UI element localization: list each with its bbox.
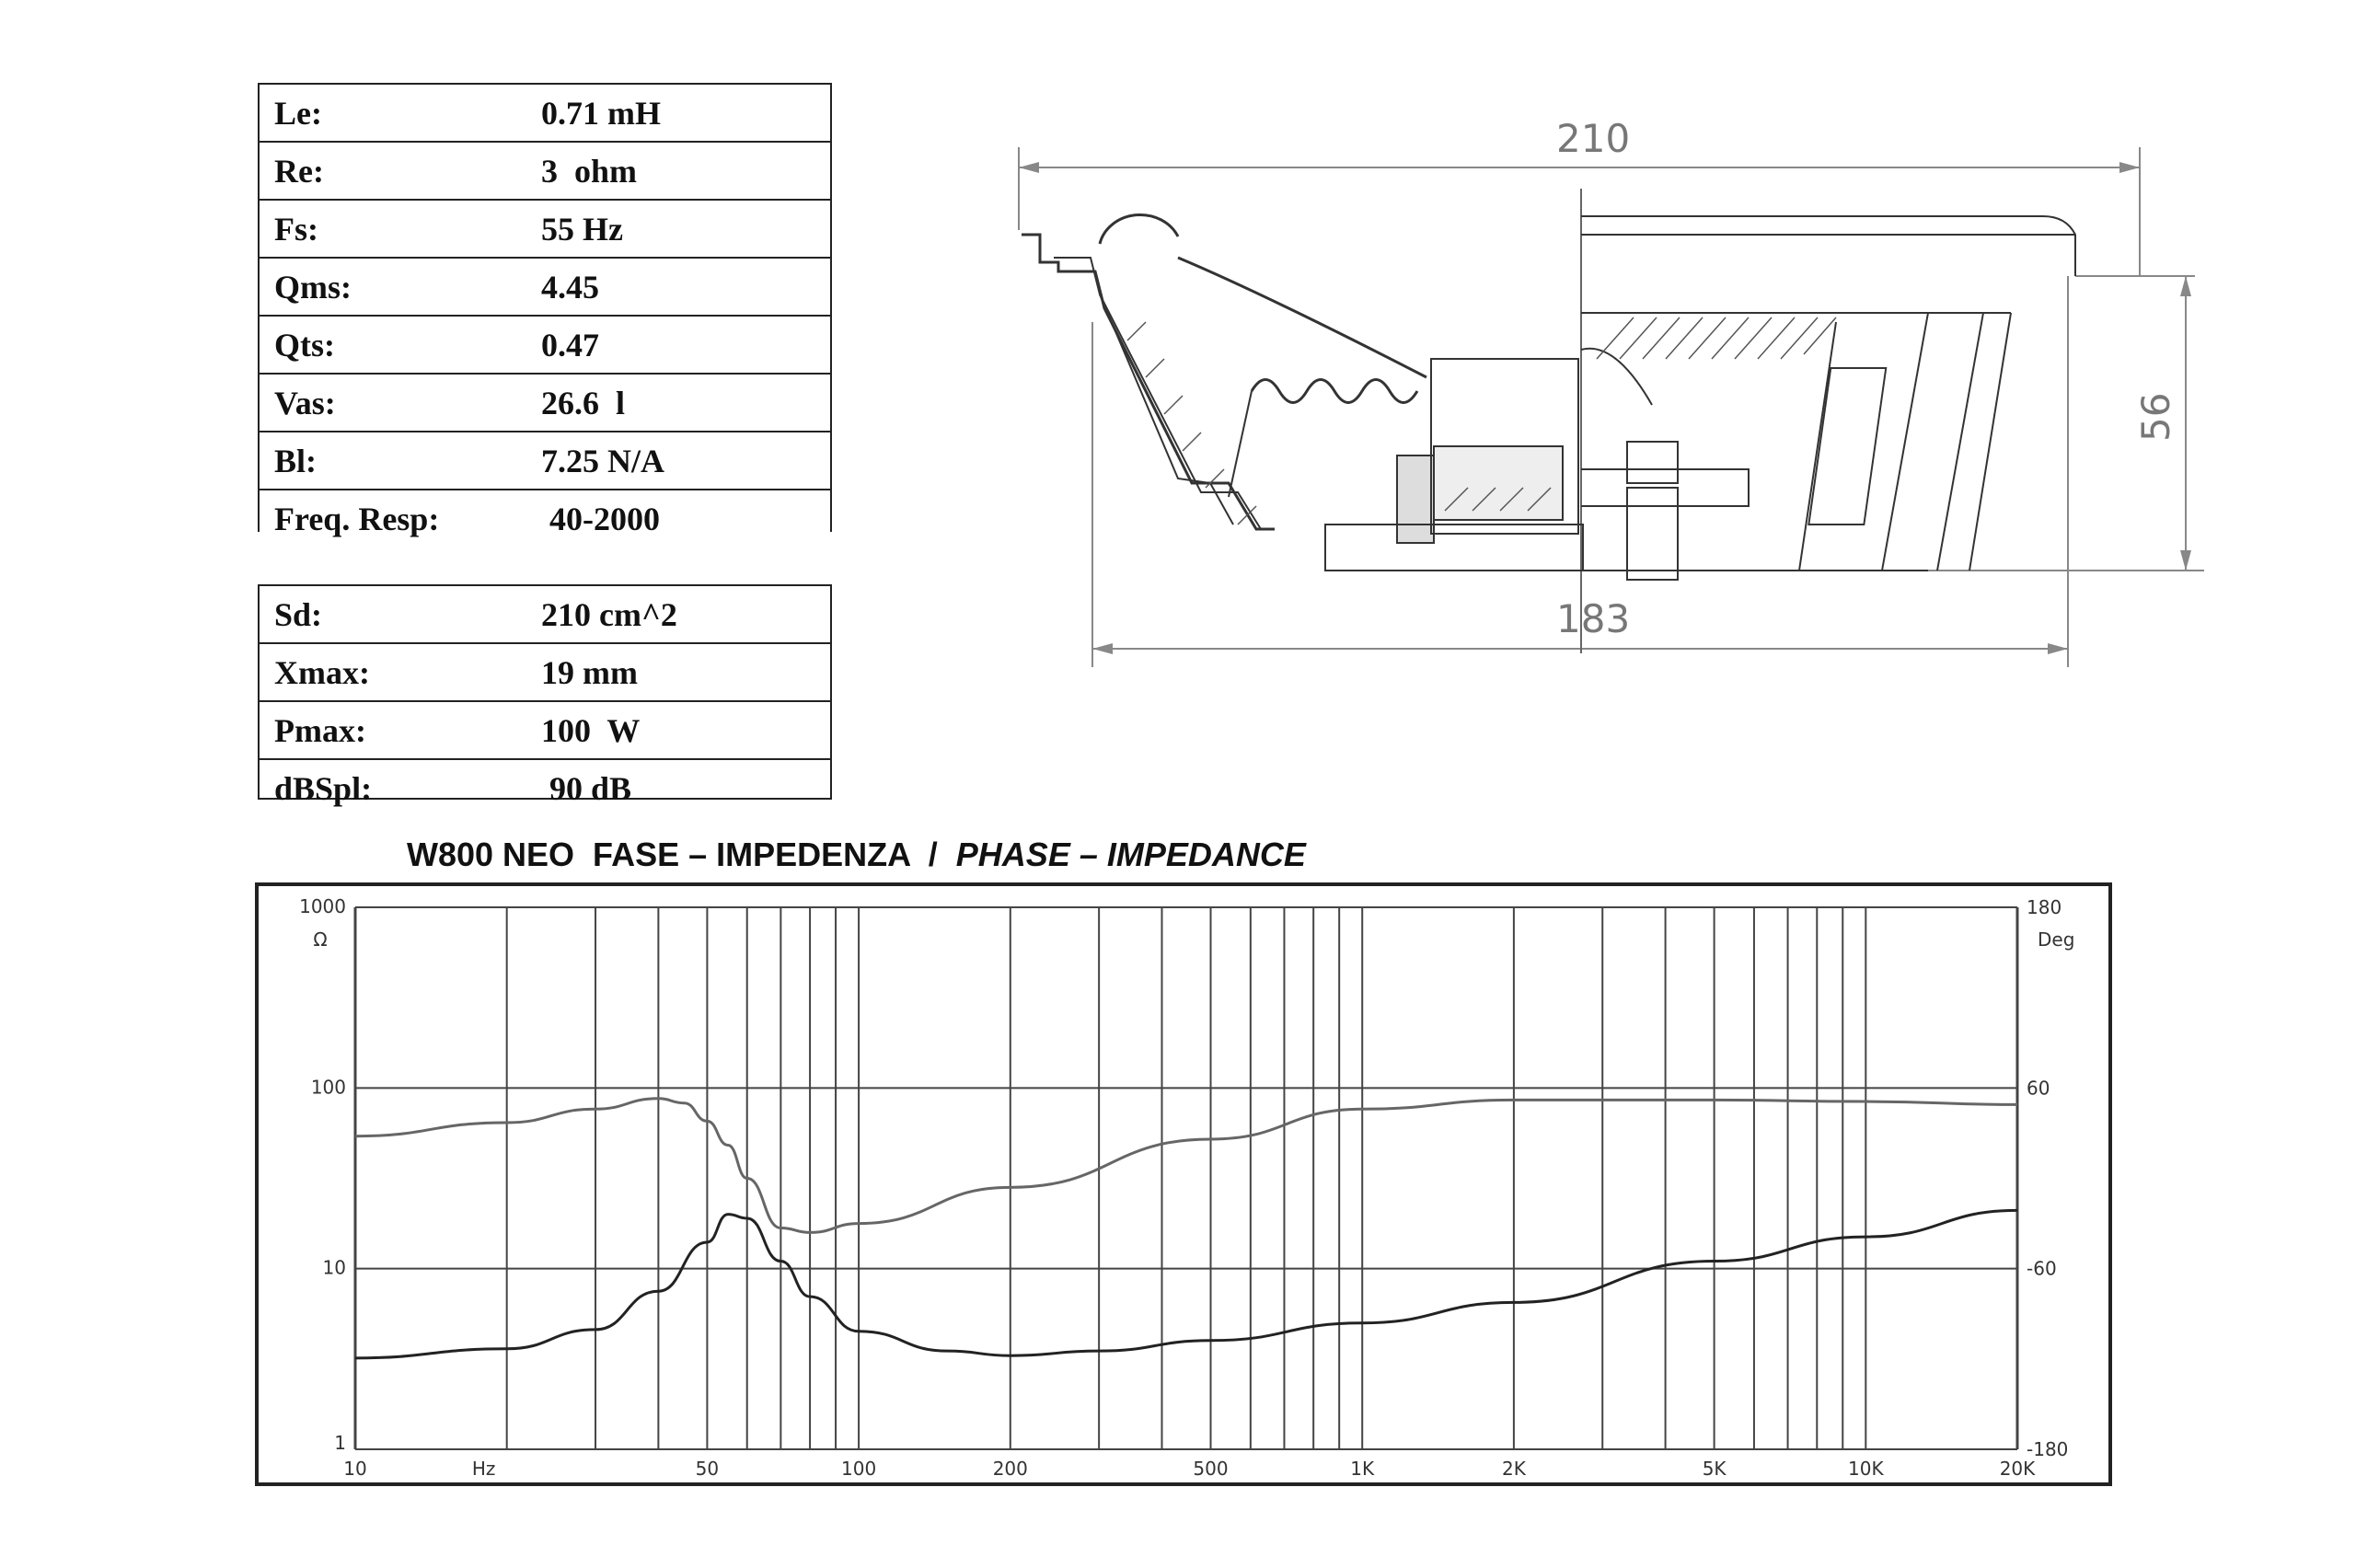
y-left-tick-label: 100 [311, 1076, 346, 1098]
y-left-tick-label: 1000 [299, 895, 346, 917]
params-1-row: Freq. Resp: 40-2000 [260, 490, 830, 547]
y-left-unit-label: Ω [313, 928, 327, 951]
params-2-row: Xmax:19 mm [260, 643, 830, 702]
y-right-tick-label: 60 [2027, 1077, 2050, 1099]
param-value: 210 cm^2 [526, 586, 830, 644]
param-label: Pmax: [260, 701, 526, 760]
x-tick-label: 200 [993, 1458, 1028, 1480]
x-tick-label: Hz [472, 1458, 496, 1480]
dimension-183-label: 183 [1556, 596, 1630, 641]
y-left-tick-label: 10 [323, 1257, 346, 1279]
params-1-row: Vas:26.6 l [260, 374, 830, 432]
phase-curve [354, 1097, 2018, 1234]
y-right-tick-label: -180 [2027, 1438, 2068, 1460]
x-tick-label: 1K [1350, 1458, 1375, 1480]
param-value: 26.6 l [526, 374, 830, 432]
chart-title: W800 NEO FASE – IMPEDENZA / PHASE – IMPE… [407, 836, 1306, 874]
param-label: dBSpl: [274, 769, 373, 807]
x-tick-label: 100 [841, 1458, 876, 1480]
params-2-row: dBSpl: 90 dB [260, 759, 830, 816]
chart-frame [255, 882, 2112, 1486]
x-tick-label: 5K [1703, 1458, 1727, 1480]
param-value: 19 mm [526, 643, 830, 702]
x-tick-label: 10K [1848, 1458, 1884, 1480]
param-label: Sd: [260, 586, 526, 644]
x-tick-label: 10 [343, 1458, 366, 1480]
param-label: Re: [260, 142, 526, 201]
params-1-row: Fs:55 Hz [260, 200, 830, 259]
param-label: Xmax: [260, 643, 526, 702]
x-tick-label: 500 [1193, 1458, 1228, 1480]
param-value: 100 W [526, 701, 830, 760]
x-tick-label: 50 [696, 1458, 719, 1480]
y-right-tick-label: 180 [2027, 896, 2062, 918]
param-value: 4.45 [526, 258, 830, 317]
param-label: Freq. Resp: [274, 500, 440, 537]
params-1-row: Qts:0.47 [260, 316, 830, 375]
param-label: Vas: [260, 374, 526, 432]
speaker-cross-section-drawing: 210 183 56 [1018, 116, 2204, 667]
x-tick-label: 2K [1502, 1458, 1527, 1480]
params-1-row: Bl:7.25 N/A [260, 432, 830, 490]
dimension-210-label: 210 [1556, 116, 1630, 161]
params-2-row: Pmax:100 W [260, 701, 830, 760]
params-1-row: Le:0.71 mH [260, 85, 830, 143]
y-left-tick-label: 1 [334, 1432, 346, 1454]
param-label: Fs: [260, 200, 526, 259]
param-label: Qts: [260, 316, 526, 375]
param-value: 0.47 [526, 316, 830, 375]
params-1-row: Re:3 ohm [260, 142, 830, 201]
impedance-curve [354, 1208, 2018, 1360]
param-value: 3 ohm [526, 142, 830, 201]
chart-grid [353, 906, 2019, 1450]
param-label: Bl: [260, 432, 526, 490]
param-value: 0.71 mH [526, 85, 830, 143]
param-value: 40-2000 [541, 500, 660, 537]
param-label: Le: [260, 85, 526, 143]
param-value: 55 Hz [526, 200, 830, 259]
dimension-56-label: 56 [2133, 393, 2178, 442]
chart-title-italic: PHASE – IMPEDANCE [955, 836, 1306, 873]
y-right-tick-label: -60 [2027, 1258, 2057, 1280]
chart-lines [354, 1097, 2018, 1360]
y-right-unit-label: Deg [2038, 928, 2074, 951]
params-2-row: Sd:210 cm^2 [260, 586, 830, 644]
x-tick-label: 20K [2000, 1458, 2036, 1480]
param-label: Qms: [260, 258, 526, 317]
param-value: 90 dB [541, 769, 632, 807]
params-1-row: Qms:4.45 [260, 258, 830, 317]
chart-title-main: W800 NEO FASE – IMPEDENZA / [407, 836, 956, 873]
param-value: 7.25 N/A [526, 432, 830, 490]
